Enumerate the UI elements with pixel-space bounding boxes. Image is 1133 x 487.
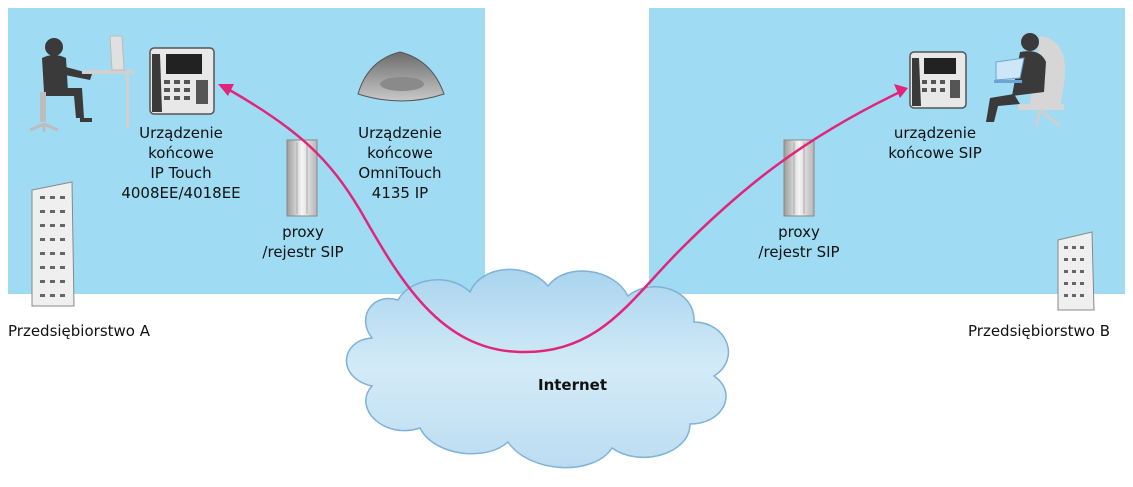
proxy-server-a-icon xyxy=(286,139,318,217)
user-with-laptop-icon xyxy=(986,33,1065,128)
building-a-icon xyxy=(31,181,75,307)
conference-phone-label: Urządzenie końcowe OmniTouch 4135 IP xyxy=(358,124,442,202)
sip-signaling-path xyxy=(218,84,908,354)
conference-phone-icon xyxy=(357,51,445,102)
ip-phone-a-label: Urządzenie końcowe IP Touch 4008EE/4018E… xyxy=(121,124,241,202)
building-b-icon xyxy=(1057,231,1095,311)
internet-label: Internet xyxy=(538,376,608,394)
proxy-server-b-icon xyxy=(783,139,815,217)
arrowhead-a-icon xyxy=(218,84,234,96)
proxy-a-label: proxy /rejestr SIP xyxy=(262,223,344,261)
proxy-b-label: proxy /rejestr SIP xyxy=(758,223,840,261)
user-at-desk-icon xyxy=(29,35,134,132)
enterprise-a-name: Przedsiębiorstwo A xyxy=(8,322,150,340)
ip-phone-a-icon xyxy=(149,47,215,115)
arrowhead-b-icon xyxy=(894,84,908,98)
ip-phone-b-icon xyxy=(909,51,967,109)
ip-phone-b-label: urządzenie końcowe SIP xyxy=(888,124,982,162)
internet-cloud xyxy=(345,268,730,469)
enterprise-b-name: Przedsiębiorstwo B xyxy=(968,322,1111,340)
